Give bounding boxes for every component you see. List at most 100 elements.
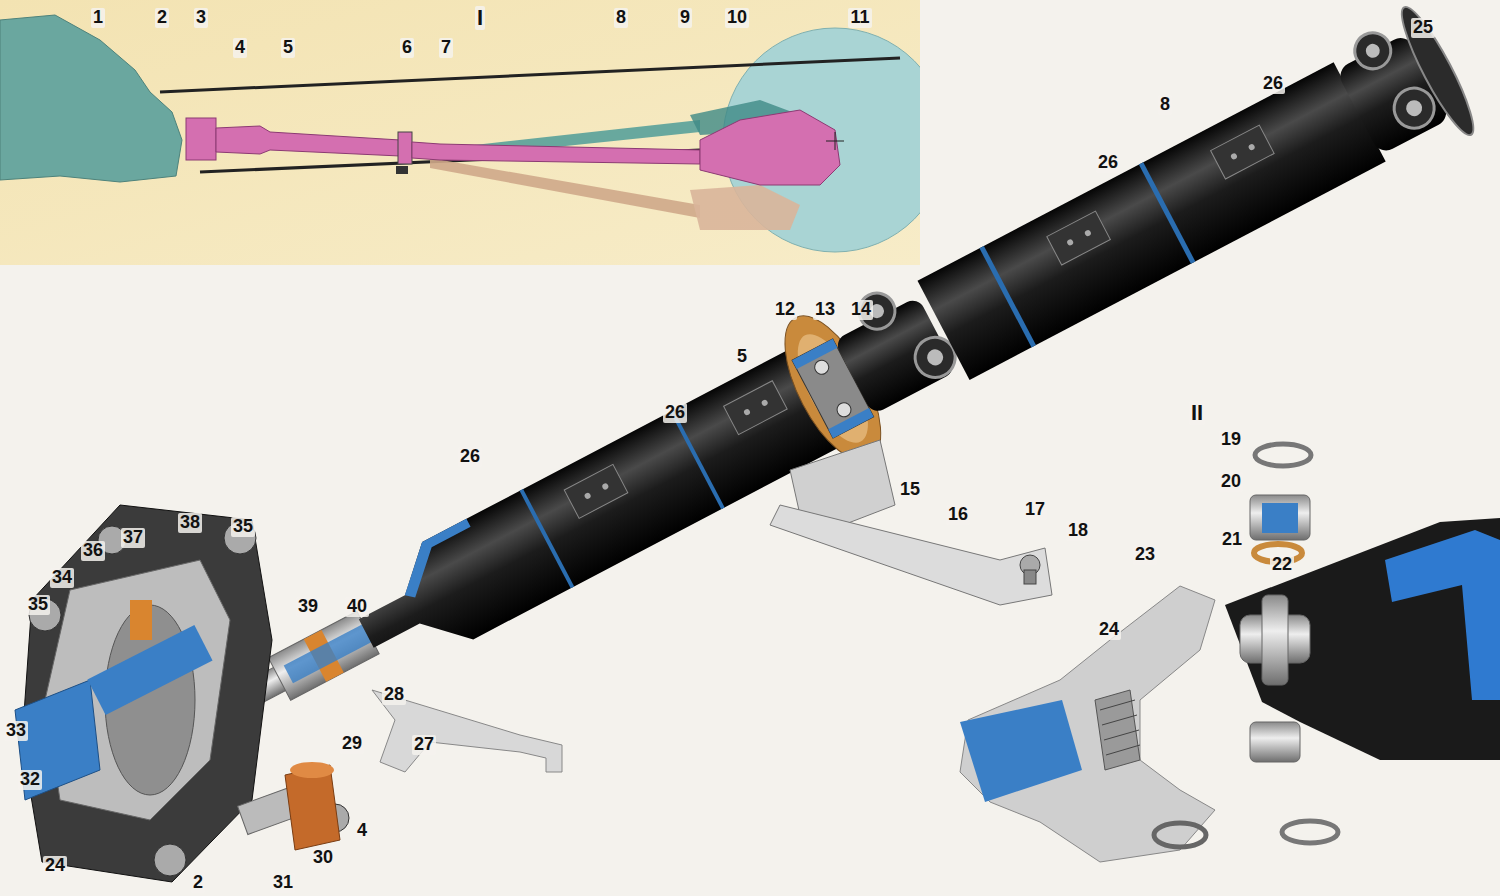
- shaft-assembly-part: [520, 489, 575, 588]
- inset-scheme-part: [690, 185, 800, 230]
- inset-scheme-part: [186, 118, 216, 160]
- callout-number: 8: [614, 8, 628, 28]
- inset-scheme-part: [0, 0, 920, 265]
- callout-number: 2: [191, 873, 205, 893]
- flexible-coupling-part: [290, 762, 334, 778]
- callout-number: 12: [773, 300, 797, 320]
- inset-detail-part: [960, 586, 1215, 862]
- inset-detail-part: [1104, 730, 1139, 740]
- shaft-assembly-part: [1230, 152, 1238, 160]
- shaft-assembly-part: [341, 347, 845, 682]
- inset-scheme-part: [430, 158, 700, 218]
- callout-number: 23: [1133, 545, 1157, 565]
- shaft-assembly-part: [1084, 229, 1092, 237]
- flexible-coupling-part: [154, 844, 186, 876]
- inset-detail-part: [1250, 495, 1310, 540]
- shaft-assembly-part: [284, 624, 373, 684]
- callout-number: 16: [946, 505, 970, 525]
- shaft-assembly-part: [584, 492, 592, 500]
- callout-number: II: [1189, 401, 1205, 425]
- shaft-assembly-part: [979, 246, 1035, 347]
- callout-number: 26: [1096, 153, 1120, 173]
- shaft-assembly-part: [724, 381, 788, 435]
- shaft-assembly-part: [1211, 125, 1275, 179]
- callout-number: 5: [735, 347, 749, 367]
- callout-number: 20: [1219, 472, 1243, 492]
- shaft-assembly-part: [1047, 211, 1111, 265]
- callout-number: 24: [1097, 620, 1121, 640]
- callout-number: 3: [194, 8, 208, 28]
- inset-detail: [960, 444, 1500, 862]
- flexible-coupling-part: [15, 680, 100, 800]
- support-bracket-part: [1024, 570, 1036, 584]
- callout-number: 36: [81, 541, 105, 561]
- shaft-assembly-part: [1348, 27, 1397, 76]
- inset-detail-part: [1385, 530, 1500, 700]
- inset-detail-part: [960, 700, 1082, 802]
- callout-number: 26: [1261, 74, 1285, 94]
- inset-detail-part: [1154, 823, 1206, 847]
- callout-number: 1: [91, 8, 105, 28]
- callout-number: 6: [400, 38, 414, 58]
- inset-scheme-part: [398, 132, 412, 164]
- shaft-assembly-part: [670, 410, 725, 509]
- callout-number: 31: [271, 873, 295, 893]
- callout-number: 14: [849, 300, 873, 320]
- callout-number: 21: [1220, 530, 1244, 550]
- inset-detail-part: [1250, 722, 1300, 762]
- callout-number: 4: [355, 821, 369, 841]
- callout-number: I: [475, 6, 485, 30]
- callout-number: 7: [439, 38, 453, 58]
- callout-number: 4: [233, 38, 247, 58]
- callout-number: 13: [813, 300, 837, 320]
- inset-detail-part: [1095, 690, 1140, 770]
- callout-number: 17: [1023, 500, 1047, 520]
- callout-number: 35: [231, 517, 255, 537]
- inset-detail-part: [1102, 715, 1137, 725]
- flexible-coupling-part: [130, 600, 152, 640]
- callout-number: 9: [678, 8, 692, 28]
- callout-number: 19: [1219, 430, 1243, 450]
- shaft-assembly-part: [1403, 97, 1425, 119]
- shaft-assembly-part: [601, 482, 609, 490]
- callout-number: 10: [725, 8, 749, 28]
- inset-detail-part: [1255, 444, 1311, 466]
- inset-scheme-part: [0, 15, 182, 182]
- inset-scheme-part: [700, 110, 840, 185]
- callout-number: 34: [50, 568, 74, 588]
- callout-number: 11: [848, 8, 871, 28]
- shaft-assembly-part: [387, 519, 488, 602]
- callout-number: 35: [26, 595, 50, 615]
- inset-detail-part: [1282, 821, 1338, 843]
- shaft-assembly: [158, 0, 1487, 794]
- shaft-assembly-part: [1392, 1, 1484, 142]
- shaft-assembly-part: [924, 347, 946, 369]
- shaft-assembly-part: [917, 62, 1385, 380]
- inset-detail-part: [1106, 745, 1140, 755]
- shaft-assembly-part: [761, 399, 769, 407]
- inset-scheme-part: [826, 141, 844, 142]
- callout-number: 40: [345, 597, 369, 617]
- callout-number: 26: [458, 447, 482, 467]
- callout-number: 28: [382, 685, 406, 705]
- shaft-assembly-part: [835, 400, 854, 419]
- shaft-assembly-part: [1248, 143, 1256, 151]
- inset-detail-part: [1100, 700, 1135, 710]
- shaft-assembly-part: [1363, 41, 1382, 60]
- callout-number: 18: [1066, 521, 1090, 541]
- inset-detail-part: [1262, 503, 1298, 533]
- inset-scheme-part: [160, 58, 900, 92]
- inset-scheme: [0, 0, 920, 265]
- shaft-assembly-part: [812, 358, 831, 377]
- shaft-assembly-part: [1139, 162, 1195, 263]
- callout-number: 15: [898, 480, 922, 500]
- callout-number: 27: [412, 735, 436, 755]
- callout-number: 26: [663, 403, 687, 423]
- callout-number: 8: [1158, 95, 1172, 115]
- inset-detail-part: [1262, 595, 1288, 685]
- callout-number: 39: [296, 597, 320, 617]
- callout-number: 30: [311, 848, 335, 868]
- callout-number: 25: [1411, 18, 1435, 38]
